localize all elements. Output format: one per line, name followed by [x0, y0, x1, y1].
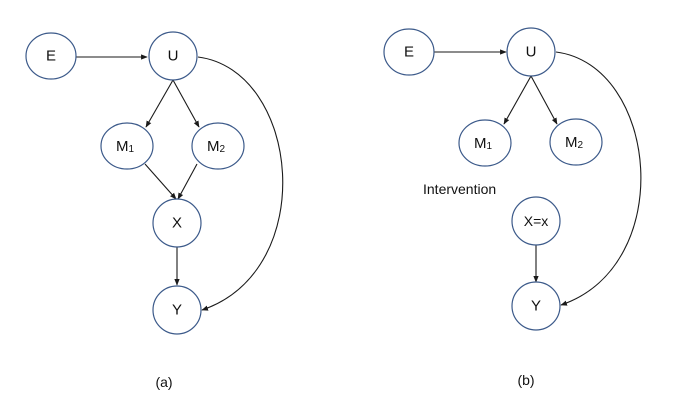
- panel-b: E U M1 M2 Intervention X=x Y (b): [383, 27, 642, 388]
- edge-b-u-y: [555, 51, 642, 306]
- node-a-y-label: Y: [172, 302, 182, 319]
- edge-a-m1-x: [144, 163, 177, 200]
- edge-a-m2-x: [177, 163, 198, 200]
- intervention-label: Intervention: [423, 181, 496, 197]
- node-a-m2: [191, 122, 245, 170]
- node-b-e: [383, 28, 435, 76]
- node-b-m1-label: M1: [474, 135, 493, 152]
- node-b-u: [506, 27, 556, 77]
- node-b-y: [511, 281, 561, 331]
- caption-b: (b): [517, 372, 534, 388]
- node-b-m2: [549, 118, 603, 166]
- node-a-m1: [100, 122, 154, 170]
- node-b-y-label: Y: [531, 298, 541, 315]
- node-b-u-label: U: [526, 44, 537, 61]
- node-b-e-label: E: [404, 44, 414, 61]
- edge-a-u-m2: [172, 79, 200, 128]
- node-b-x: [511, 196, 561, 246]
- node-a-x-label: X: [172, 215, 182, 232]
- edge-a-u-m1: [145, 79, 174, 128]
- edge-b-u-m2: [530, 75, 558, 125]
- node-b-m1: [458, 119, 512, 167]
- node-a-e: [25, 32, 77, 80]
- panel-a: E U M1 M2 X Y (a): [25, 31, 284, 390]
- node-b-x-label: X=x: [524, 213, 549, 229]
- node-a-e-label: E: [46, 48, 56, 65]
- node-b-m2-label: M2: [565, 134, 584, 151]
- node-a-m1-label: M1: [116, 138, 135, 155]
- node-a-m2-label: M2: [207, 138, 226, 155]
- node-a-u: [148, 31, 198, 81]
- node-a-y: [152, 285, 202, 335]
- node-a-u-label: U: [168, 48, 179, 65]
- edge-a-u-y: [197, 56, 284, 311]
- edge-b-u-m1: [503, 75, 532, 125]
- node-a-x: [152, 198, 202, 248]
- caption-a: (a): [155, 374, 172, 390]
